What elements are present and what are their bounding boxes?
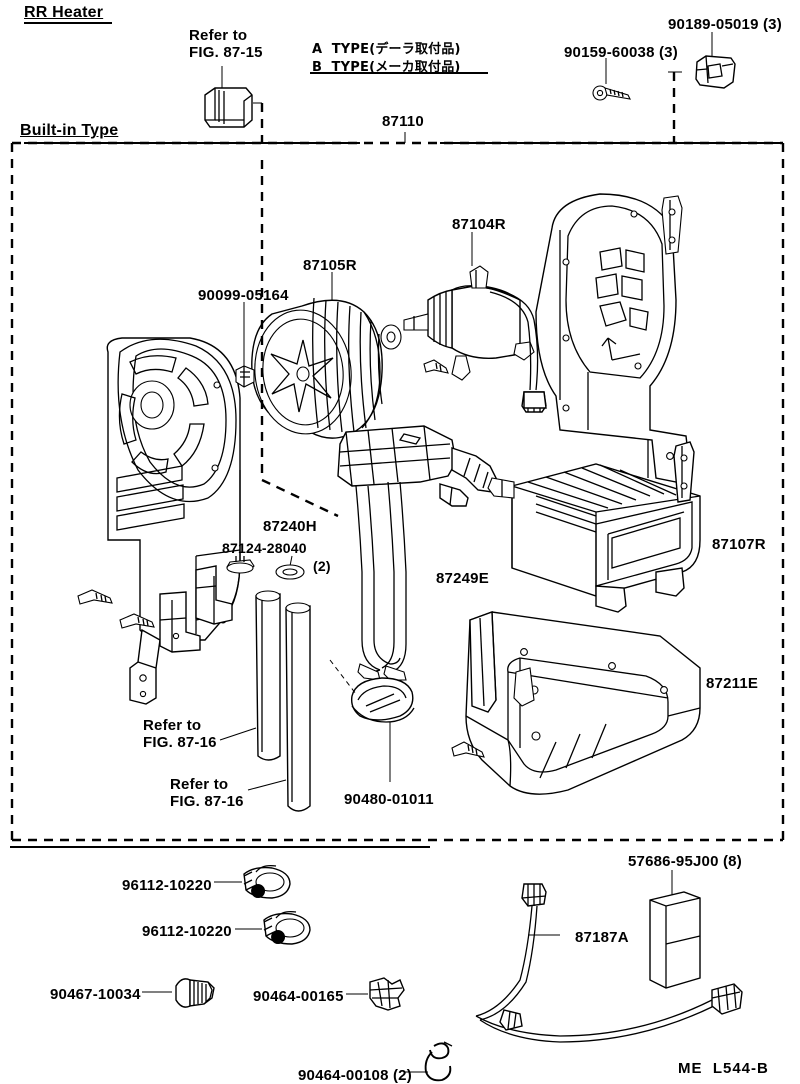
part-57686-relay <box>649 870 701 989</box>
callout-pn-87240H-line-1: 87240H <box>263 518 317 535</box>
callout-pn-87107R: 87107R <box>712 536 766 553</box>
callout-refer-8716-a-line-1: Refer to <box>143 717 202 734</box>
part-bracket-above-core <box>673 441 695 503</box>
callout-pn-96112-a-line-1: 96112-10220 <box>122 877 212 894</box>
footer-code: ME L544-B <box>678 1060 769 1077</box>
callout-pn-87110: 87110 <box>382 113 424 130</box>
part-90464-00165-clip <box>346 977 405 1011</box>
part-90467-plug <box>142 978 215 1008</box>
callout-refer-8715-line-1: Refer to <box>189 27 248 44</box>
part-90464-00108-clip <box>404 1041 453 1082</box>
callout-pn-96112-b-line-1: 96112-10220 <box>142 923 232 940</box>
part-pipes-refer-8716 <box>219 590 311 812</box>
callout-pn-90467-line-1: 90467-10034 <box>50 986 141 1003</box>
part-90159-screw <box>592 58 631 101</box>
callout-pn-90464-165: 90464-00165 <box>253 988 344 1005</box>
part-refer-8715-duct <box>204 66 262 128</box>
legend-type-a-note: (デーラ取付品) <box>369 42 461 57</box>
legend-underline <box>310 72 488 74</box>
callout-pn-87107R-line-1: 87107R <box>712 536 766 553</box>
callout-refer-8716-b-line-2: FIG. 87-16 <box>170 792 244 810</box>
callout-pn-90159: 90159-60038 (3) <box>564 44 678 61</box>
callout-pn-87124-qty: (2) <box>313 558 331 574</box>
part-87240H-water-valve <box>337 425 499 507</box>
callout-pn-90464-108-line-1: 90464-00108 (2) <box>298 1067 412 1084</box>
callout-refer-8716-b-line-1: Refer to <box>170 776 229 793</box>
callout-pn-90099-line-1: 90099-05164 <box>198 287 289 304</box>
section-label: Built-in Type <box>20 122 119 139</box>
part-90099-nut <box>235 302 255 388</box>
callout-pn-87105R: 87105R <box>303 257 357 274</box>
part-fan-shroud <box>523 193 691 483</box>
page-title: RR Heater <box>24 4 104 21</box>
callout-refer-8716-a-line-2: FIG. 87-16 <box>143 733 217 751</box>
callout-pn-90467: 90467-10034 <box>50 986 141 1003</box>
bottom-divider <box>10 846 430 848</box>
callout-pn-87187A-line-1: 87187A <box>575 929 629 946</box>
legend-type-a-code: A TYPE <box>312 42 370 57</box>
part-87105R-blower-wheel <box>251 272 383 439</box>
assembly-dash-diagonal <box>261 478 339 518</box>
part-87249E-hoses <box>355 481 407 681</box>
legend-type-b: B TYPE(メーカ取付品) <box>312 56 461 75</box>
part-87211E-case <box>465 611 701 795</box>
part-87187A-harness <box>475 883 743 1043</box>
part-87104R-motor <box>403 232 547 413</box>
callout-pn-87124-qty-line-1: (2) <box>313 558 331 574</box>
part-screws-lower-left <box>77 589 155 629</box>
part-96112-clamp-a <box>214 864 291 899</box>
callout-pn-90099: 90099-05164 <box>198 287 289 304</box>
title-underline <box>24 22 112 24</box>
callout-pn-87211E-line-1: 87211E <box>706 675 759 692</box>
legend-type-b-note: (メーカ取付品) <box>369 60 461 75</box>
callout-pn-87104R: 87104R <box>452 216 506 233</box>
part-87124-grommets <box>226 555 305 580</box>
callout-pn-90159-line-1: 90159-60038 (3) <box>564 44 678 61</box>
callout-pn-90480-line-1: 90480-01011 <box>344 791 434 808</box>
callout-pn-87187A: 87187A <box>575 929 629 946</box>
part-90189-clip <box>695 32 736 89</box>
callout-pn-87124-line-1: 87124-28040 <box>222 540 307 556</box>
part-screw-near-case <box>451 741 485 758</box>
callout-pn-87105R-line-1: 87105R <box>303 257 357 274</box>
callout-pn-57686-line-1: 57686-95J00 (8) <box>628 853 742 870</box>
part-washer-mid <box>380 324 402 350</box>
callout-pn-87249E-line-1: 87249E <box>436 570 489 587</box>
callout-refer-8715-line-2: FIG. 87-15 <box>189 43 263 61</box>
legend-type-b-code: B TYPE <box>312 60 370 75</box>
part-brackets-lower-left <box>159 565 233 653</box>
callout-pn-96112-b: 96112-10220 <box>142 923 232 940</box>
part-blower-housing-left <box>106 337 241 705</box>
callout-pn-87104R-line-1: 87104R <box>452 216 506 233</box>
callout-pn-90189-line-1: 90189-05019 (3) <box>668 16 782 33</box>
callout-pn-90480: 90480-01011 <box>344 791 434 808</box>
callout-pn-96112-a: 96112-10220 <box>122 877 212 894</box>
callout-pn-90464-108: 90464-00108 (2) <box>298 1067 412 1084</box>
callout-pn-57686: 57686-95J00 (8) <box>628 853 742 870</box>
callout-pn-87211E: 87211E <box>706 675 758 692</box>
callout-pn-87249E: 87249E <box>436 570 489 587</box>
callout-pn-90189: 90189-05019 (3) <box>668 16 782 33</box>
part-96112-clamp-b <box>235 910 311 945</box>
legend-type-a: A TYPE(デーラ取付品) <box>312 38 461 57</box>
part-90480-clamp <box>329 659 415 782</box>
part-87107R-heater-core <box>487 463 701 613</box>
callout-pn-87110-line-1: 87110 <box>382 113 424 130</box>
callout-pn-87240H: 87240H <box>263 518 317 535</box>
callout-pn-90464-165-line-1: 90464-00165 <box>253 988 344 1005</box>
callout-pn-87124: 87124-28040 <box>222 540 307 556</box>
